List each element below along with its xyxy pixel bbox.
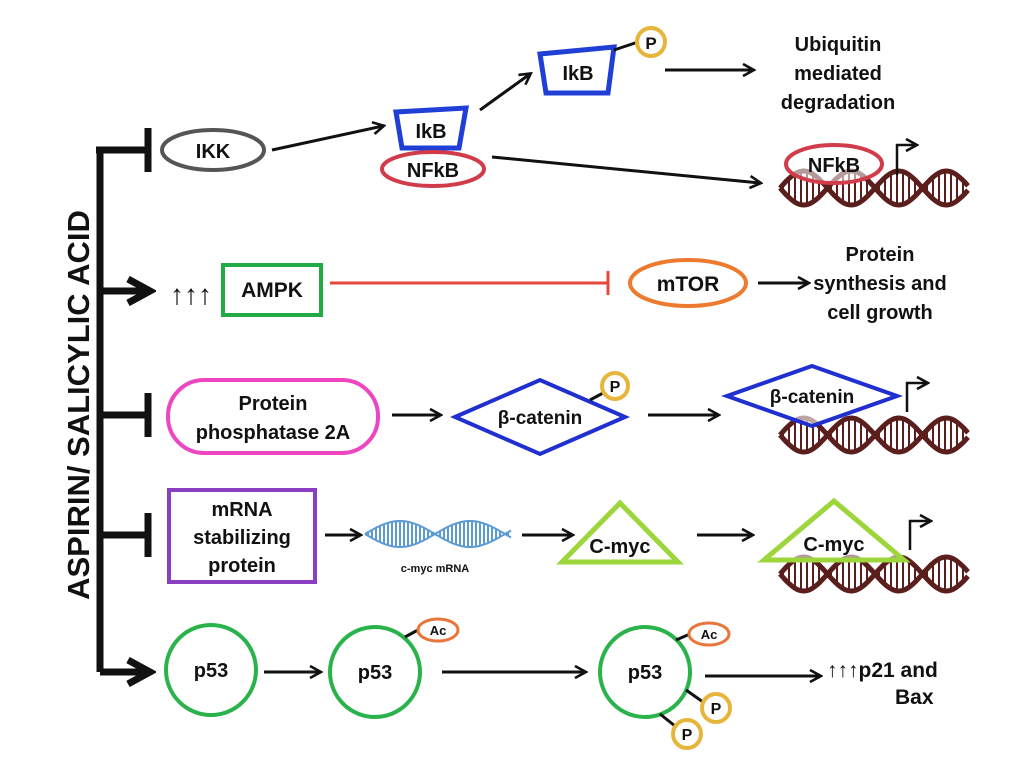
phospho-badge-2: [600, 371, 630, 401]
svg-text:IKK: IKK: [196, 141, 231, 163]
phospho-badge-4: [671, 718, 703, 750]
svg-text:mTOR: mTOR: [657, 273, 720, 296]
nfkb-shape: [380, 150, 486, 188]
p21-bax-outcome: ↑↑↑p21 and Bax: [827, 659, 938, 709]
svg-text:P: P: [711, 701, 722, 718]
svg-text:cell growth: cell growth: [827, 302, 933, 324]
svg-text:P: P: [645, 34, 656, 53]
svg-text:P: P: [682, 727, 693, 744]
ampk-up-arrows: ↑↑↑: [170, 279, 212, 310]
svg-text:β-catenin: β-catenin: [770, 387, 854, 408]
svg-text:Ac: Ac: [430, 623, 447, 638]
svg-text:mRNA: mRNA: [211, 499, 272, 521]
svg-text:protein: protein: [208, 555, 276, 577]
drug-label: ASPIRIN/ SALICYLIC ACID: [61, 210, 96, 600]
complex-to-ikb-arrow: [479, 74, 530, 112]
svg-text:Protein: Protein: [846, 244, 915, 266]
acetyl-badge-2: [687, 621, 731, 647]
svg-text:phosphatase 2A: phosphatase 2A: [196, 422, 350, 444]
p53-acetylated-node: p53 Ac: [328, 617, 460, 719]
catenin-phospho-node: β-catenin P: [449, 371, 631, 457]
cmyc-mrna-helix: [364, 520, 512, 548]
p53-node-1: p53: [164, 623, 258, 717]
ikk-to-complex-arrow: [271, 126, 383, 152]
phospho-badge-3: [700, 692, 732, 724]
svg-text:stabilizing: stabilizing: [193, 527, 291, 549]
svg-text:Ubiquitin: Ubiquitin: [795, 34, 882, 56]
cmyc-node: C-myc: [556, 499, 684, 565]
svg-text:synthesis and: synthesis and: [813, 273, 946, 295]
svg-text:β-catenin: β-catenin: [498, 408, 582, 429]
ikb-nfkb-complex: IkB NFkB: [380, 105, 486, 188]
transcription-arrow-2: [905, 383, 927, 412]
svg-text:p53: p53: [358, 662, 392, 684]
nfkb-on-dna: NFkB: [784, 145, 916, 185]
svg-text:Ac: Ac: [701, 627, 718, 642]
ikk-node: IKK: [160, 128, 266, 172]
svg-text:NFkB: NFkB: [808, 155, 860, 177]
svg-text:IkB: IkB: [562, 63, 593, 85]
mtor-node: mTOR: [628, 258, 748, 308]
ikb-phospho-node: IkB P: [537, 26, 667, 96]
svg-text:Bax: Bax: [895, 686, 934, 709]
svg-text:AMPK: AMPK: [241, 279, 303, 302]
svg-text:↑↑↑p21 and: ↑↑↑p21 and: [827, 659, 938, 682]
cmyc-on-dna: C-myc: [757, 497, 930, 563]
ikb-shape: [393, 105, 470, 151]
svg-text:C-myc: C-myc: [589, 536, 650, 558]
svg-text:p53: p53: [628, 662, 662, 684]
ampk-inhibits-mtor: [330, 271, 610, 295]
degradation-outcome: Ubiquitin mediated degradation: [781, 34, 895, 114]
mrna-label: c-myc mRNA: [401, 563, 470, 575]
nfkb-to-dna-arrow: [491, 155, 760, 183]
catenin-on-dna: β-catenin: [720, 363, 927, 429]
ampk-node: AMPK: [221, 263, 323, 317]
transcription-arrow-3: [908, 521, 930, 550]
phospho-badge-1: [635, 26, 667, 58]
growth-outcome: Protein synthesis and cell growth: [813, 244, 946, 324]
svg-text:NFkB: NFkB: [407, 160, 459, 182]
acetyl-badge-1: [416, 617, 460, 643]
transcription-arrow-1: [895, 145, 916, 175]
svg-text:p53: p53: [194, 660, 228, 682]
svg-text:degradation: degradation: [781, 92, 895, 114]
svg-text:Protein: Protein: [239, 393, 308, 415]
mrna-stabilizing-node: mRNA stabilizing protein: [167, 488, 317, 584]
svg-text:IkB: IkB: [415, 121, 446, 143]
dna-helix-catenin: [778, 415, 970, 455]
aspirin-spine: [96, 128, 148, 672]
svg-text:mediated: mediated: [794, 63, 882, 85]
svg-text:P: P: [610, 379, 621, 396]
pp2a-node: Protein phosphatase 2A: [166, 378, 380, 455]
svg-text:C-myc: C-myc: [803, 534, 864, 556]
p53-modified-node: p53 Ac P P: [598, 621, 732, 750]
